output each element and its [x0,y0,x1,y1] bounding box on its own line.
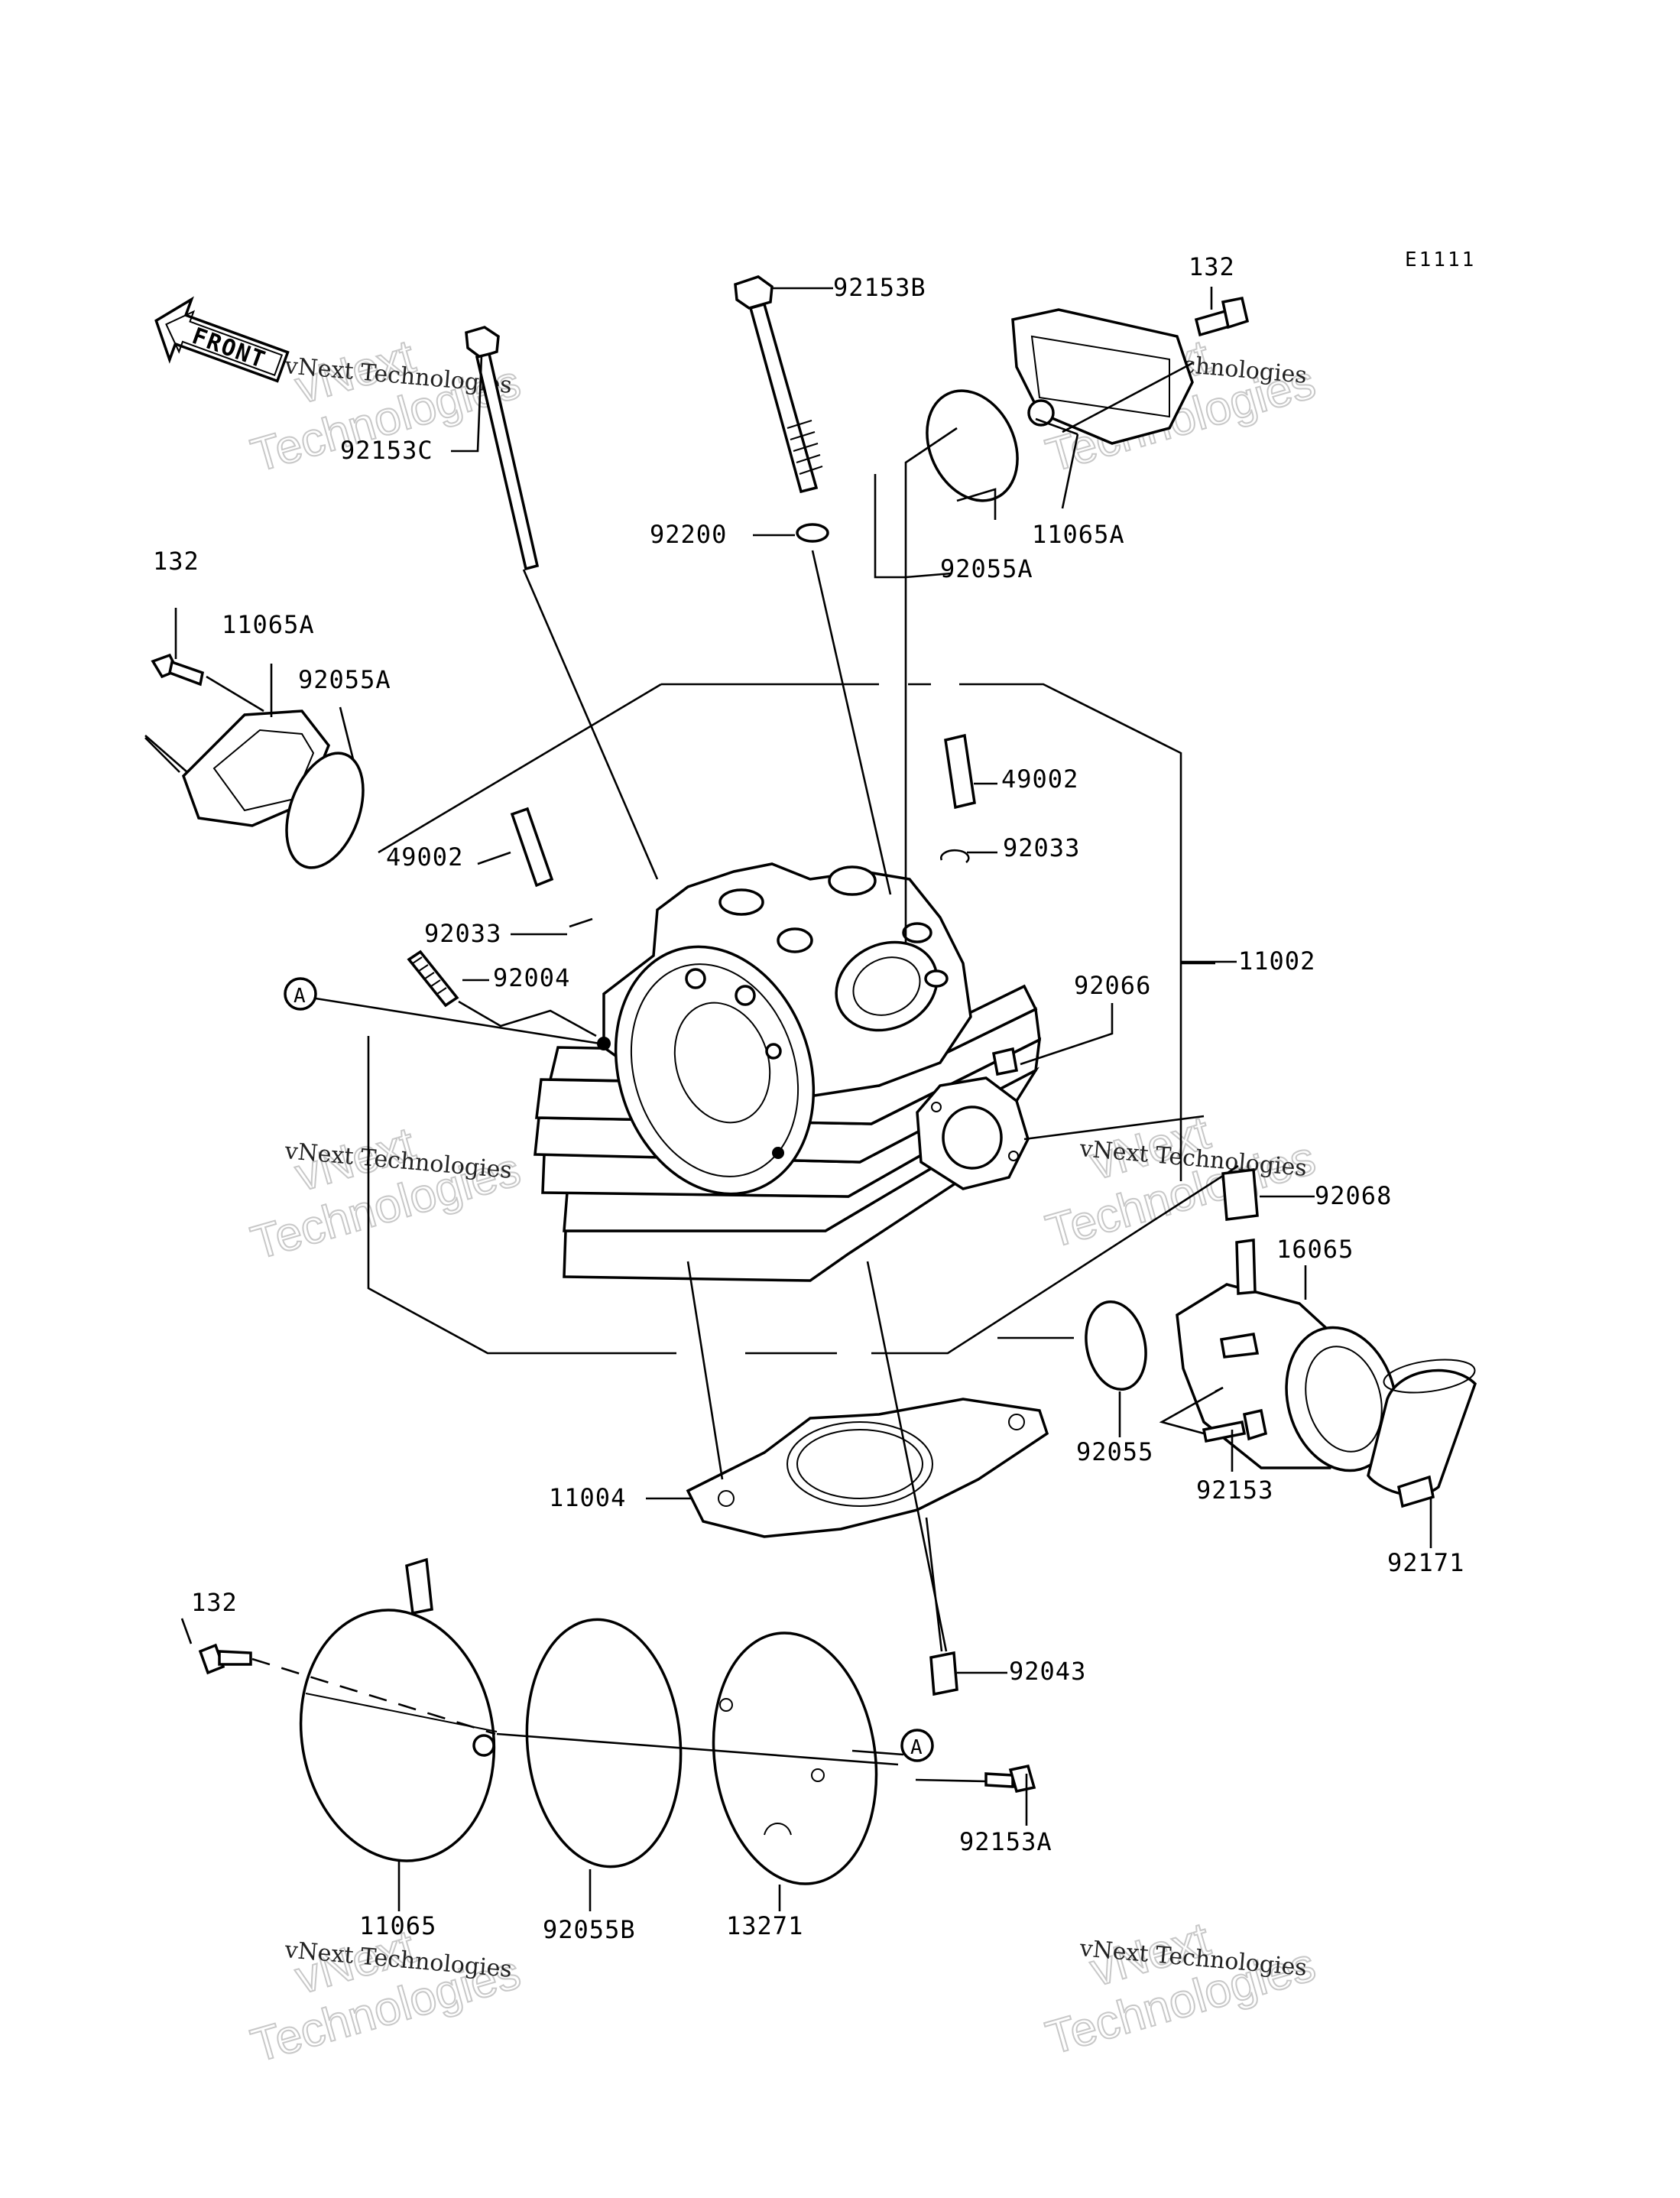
bolt-92153c [465,326,540,571]
dowel-92066 [991,1047,1019,1076]
gasket-92055a-top [926,389,1019,502]
callout-label: 11004 [549,1483,626,1512]
callout-label: 13271 [726,1911,803,1940]
ref-marker-a-left: A [284,977,601,1045]
callout-label: 92200 [650,520,727,549]
callout-label: 132 [1189,252,1235,281]
callout-label: 92004 [493,963,570,992]
valve-guide-49002-right [944,733,976,810]
front-arrow-icon: FRONT [154,296,290,383]
callout-label: 11065A [222,610,315,639]
cap-13271 [712,1631,878,1885]
callout-label: 92055 [1076,1437,1153,1466]
callout-label: 92033 [1003,833,1080,862]
callout-label: 132 [153,547,199,576]
callout-label: 92153C [340,436,433,465]
bolt-92153a [984,1764,1036,1794]
callout-label: 92153 [1196,1476,1273,1505]
callout-label: 16065 [1276,1235,1354,1264]
bolt-92153b [734,275,823,494]
callout-label: 92055A [298,665,391,694]
callout-label: 92043 [1009,1657,1086,1686]
leader-lines [144,287,1432,1911]
assembly-bracket [367,683,1239,1355]
valve-guide-49002-left [510,807,554,888]
callout-labels: 92153B 132 92153C 92200 92055A 11065A 13… [153,252,1464,1944]
callout-label: 49002 [386,843,463,872]
dowel-92043 [929,1651,958,1696]
callout-label: 11065 [359,1911,436,1940]
callout-label: 92066 [1074,971,1151,1000]
callout-label: 11002 [1238,946,1315,976]
cover-11065a-top [1011,308,1194,445]
callout-label: 92033 [424,919,501,948]
callout-label: 92055A [940,554,1033,583]
callout-label: 92171 [1387,1548,1464,1577]
ref-marker-a-bottom: A [900,1729,934,1762]
bolt-132-top [1194,296,1250,337]
washer-92200 [796,523,829,543]
bolt-132-bottom [198,1643,252,1675]
ref-marker-label: A [910,1736,923,1759]
bolt-92153 [1202,1408,1268,1443]
circlip-92033-right [940,849,970,864]
o-ring-92055b [525,1618,683,1868]
callout-label: 92055B [543,1915,636,1944]
bolt-132-left [151,653,205,687]
head-gasket-11004 [686,1398,1049,1538]
circlip-92033-left [569,917,593,928]
callout-label: 92153B [833,273,926,302]
clamp-92171 [1367,1359,1477,1508]
intake-pipe-16065 [1176,1239,1398,1472]
callout-label: 92068 [1315,1181,1392,1210]
gasket-92055a-left [285,752,365,869]
callout-label: 92153A [959,1827,1052,1856]
diagram-code: E1111 [1405,248,1476,271]
fitting-92068 [1221,1168,1259,1221]
callout-label: 11065A [1032,520,1125,549]
o-ring-92055 [1085,1300,1147,1391]
cover-11065 [299,1557,498,1862]
stud-92004 [407,950,459,1008]
cylinder-head [534,862,1042,1282]
ref-marker-label: A [294,985,306,1008]
callout-label: 132 [191,1588,238,1617]
callout-label: 49002 [1001,765,1078,794]
